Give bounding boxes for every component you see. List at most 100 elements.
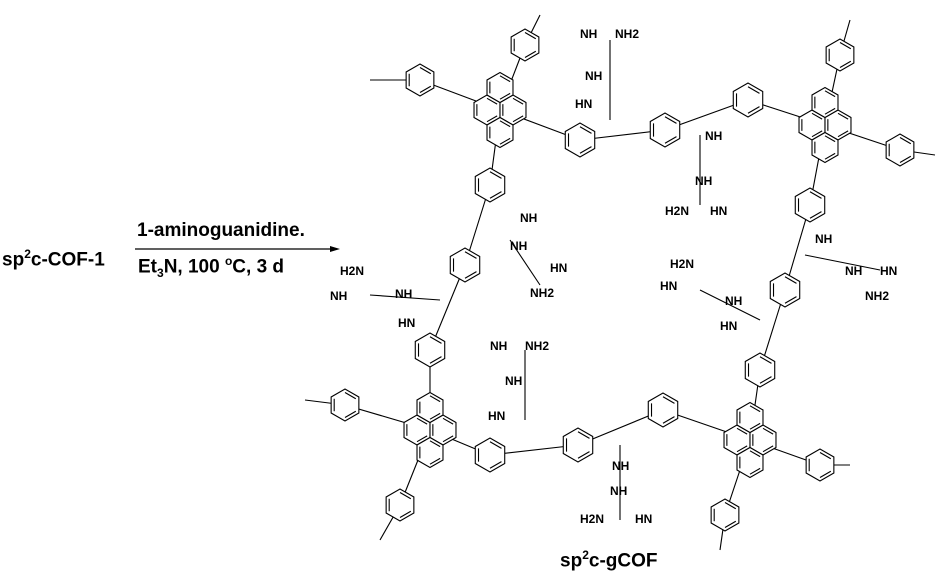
- double-bond: [762, 427, 774, 435]
- double-bond: [512, 115, 524, 123]
- double-bond: [747, 86, 760, 94]
- benzene-ring: [564, 122, 596, 158]
- label-nh: NH: [695, 174, 712, 188]
- reactant-prefix: sp: [2, 249, 25, 271]
- label-nh2: NH2: [865, 289, 889, 303]
- benzene-ring: [744, 352, 776, 388]
- double-bond: [464, 271, 477, 279]
- reagent-line-1: 1-aminoguanidine.: [137, 220, 305, 241]
- double-bond: [429, 440, 441, 448]
- double-bond: [579, 146, 592, 154]
- reagent-rest: C, 3 d: [232, 256, 285, 278]
- label-nh2: NH2: [615, 27, 639, 41]
- reaction-arrow: [135, 246, 340, 252]
- double-bond: [899, 137, 912, 145]
- double-bond: [736, 427, 748, 435]
- label-hn: HN: [550, 261, 567, 275]
- double-bond: [824, 152, 836, 160]
- double-bond: [399, 492, 412, 500]
- label-h2n: H2N: [340, 264, 364, 278]
- label-imine: HN: [488, 409, 505, 423]
- double-bond: [344, 410, 357, 418]
- degree-sign: o: [224, 254, 233, 268]
- label-nh2: NH2: [530, 286, 554, 300]
- label-nh: NH: [510, 239, 527, 253]
- benzene-ring: [649, 112, 681, 148]
- product-suffix: c-gCOF: [588, 550, 658, 572]
- double-bond: [811, 112, 823, 120]
- hydrazone-bond: [699, 289, 761, 321]
- label-hn: HN: [635, 512, 652, 526]
- double-bond: [749, 450, 761, 458]
- label-hn: HN: [710, 204, 727, 218]
- double-bond: [429, 412, 441, 420]
- double-bond: [762, 445, 774, 453]
- label-imine: NH: [705, 129, 722, 143]
- product-label: sp2c-gCOF: [560, 548, 657, 572]
- double-bond: [499, 75, 511, 83]
- double-bond: [419, 67, 432, 75]
- label-nh: NH: [610, 484, 627, 498]
- double-bond: [811, 130, 823, 138]
- benzene-ring: [474, 167, 506, 203]
- double-bond: [837, 130, 849, 138]
- label-nh: NH: [395, 287, 412, 301]
- double-bond: [499, 120, 511, 128]
- benzene-ring: [794, 187, 826, 223]
- double-bond: [577, 431, 590, 439]
- benzene-ring: [474, 437, 506, 473]
- product-sup: 2: [582, 548, 589, 562]
- label-imine: HN: [720, 319, 737, 333]
- label-h2n: H2N: [580, 512, 604, 526]
- double-bond: [429, 336, 442, 344]
- double-bond: [784, 276, 797, 284]
- double-bond: [662, 416, 675, 424]
- double-bond: [749, 422, 761, 430]
- tolyl-ring: [805, 448, 835, 482]
- double-bond: [489, 441, 502, 449]
- label-nh: NH: [725, 294, 742, 308]
- reactant-label: sp2c-COF-1: [2, 247, 105, 271]
- double-bond: [784, 296, 797, 304]
- double-bond: [824, 135, 836, 143]
- reagent-line-2: Et3N, 100 oC, 3 d: [138, 254, 284, 280]
- label-hn: HN: [880, 264, 897, 278]
- double-bond: [899, 155, 912, 163]
- reagent-sub: 3: [157, 266, 164, 281]
- double-bond: [759, 376, 772, 384]
- double-bond: [824, 107, 836, 115]
- label-imine: NH: [815, 232, 832, 246]
- double-bond: [429, 457, 441, 465]
- tolyl-ring: [710, 498, 740, 532]
- double-bond: [442, 435, 454, 443]
- double-bond: [749, 405, 761, 413]
- tolyl-ring: [825, 38, 855, 72]
- tolyl-ring: [510, 28, 540, 62]
- double-bond: [512, 97, 524, 105]
- reactant-sup: 2: [24, 247, 31, 261]
- benzene-ring: [769, 272, 801, 308]
- label-nh2: NH2: [525, 339, 549, 353]
- label-nh: NH: [330, 289, 347, 303]
- hydrazone-bond: [509, 239, 541, 286]
- benzene-ring: [647, 392, 679, 428]
- double-bond: [824, 90, 836, 98]
- hydrazone-bond: [369, 294, 441, 301]
- label-h2n: H2N: [670, 257, 694, 271]
- label-nh: NH: [490, 339, 507, 353]
- label-imine: HN: [575, 97, 592, 111]
- hydrazone-bond: [804, 254, 881, 271]
- double-bond: [579, 126, 592, 134]
- tolyl-ring: [885, 133, 915, 167]
- tolyl-ring: [405, 63, 435, 97]
- double-bond: [724, 520, 737, 528]
- label-imine: NH: [520, 211, 537, 225]
- benzene-ring: [414, 332, 446, 368]
- double-bond: [486, 115, 498, 123]
- double-bond: [499, 92, 511, 100]
- double-bond: [499, 137, 511, 145]
- double-bond: [429, 356, 442, 364]
- double-bond: [837, 112, 849, 120]
- double-bond: [839, 60, 852, 68]
